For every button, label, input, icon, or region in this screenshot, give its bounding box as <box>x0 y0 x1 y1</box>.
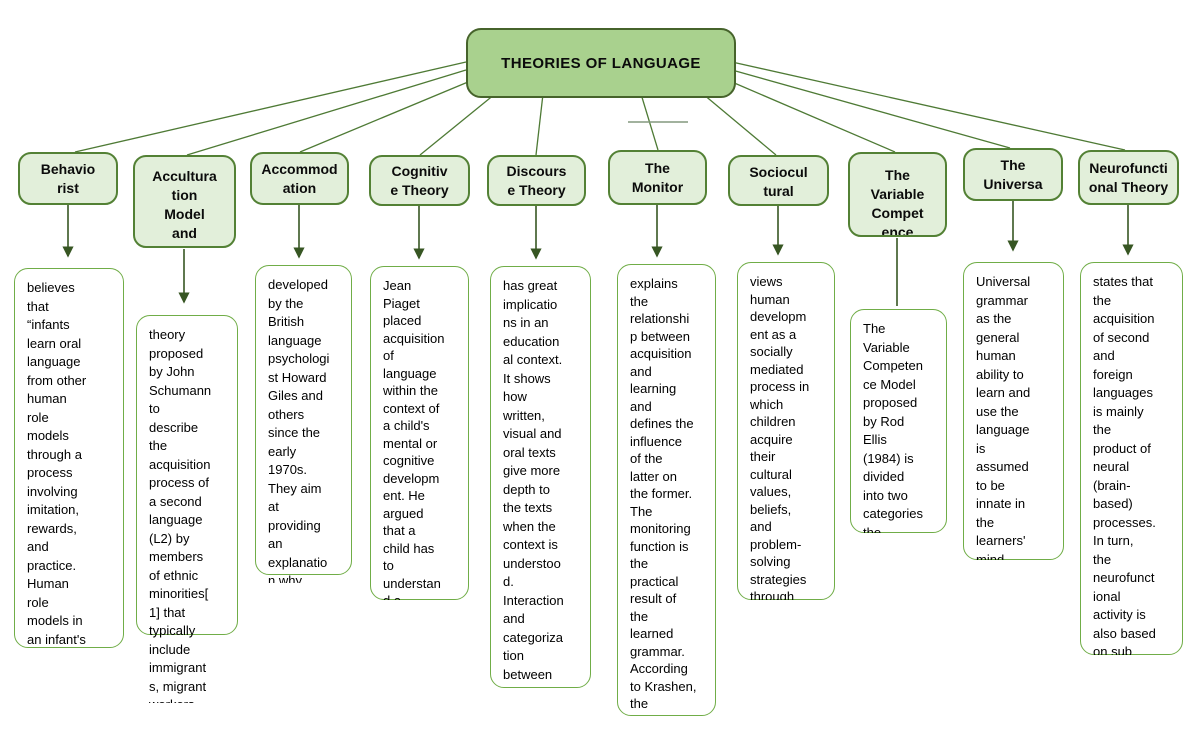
theory-title-line: The <box>1000 156 1026 173</box>
theory-desc-neurofunctional: states that the acquisition of second an… <box>1080 262 1183 655</box>
theory-title-line: onal Theory <box>1088 178 1169 195</box>
theory-title-line: ence <box>881 224 914 237</box>
theory-title-line: e Theory <box>390 181 449 198</box>
theory-title-line: Discours <box>506 162 567 179</box>
desc-text: The Variable Competen ce Model proposed … <box>863 321 923 533</box>
line-to-universal <box>731 69 1011 149</box>
theory-title-line: Accommod <box>261 160 338 177</box>
desc-border <box>14 268 124 648</box>
theory-box-discourse: Discours e Theory <box>487 155 586 206</box>
line-to-variable <box>731 81 896 153</box>
theory-title-line: ation <box>282 179 317 196</box>
desc-text: has great implicatio ns in an education … <box>503 278 564 688</box>
desc-text: explains the relationshi p between acqui… <box>630 276 697 716</box>
theory-title-line: Accultura <box>152 168 217 184</box>
theory-title-line: Model <box>164 206 205 222</box>
line-to-neurofunctional <box>731 61 1126 151</box>
theory-title-line: The <box>885 167 910 183</box>
theory-title-line: Variable <box>870 186 925 202</box>
desc-border <box>490 266 591 688</box>
theory-box-behaviorist: Behavio rist <box>18 152 118 205</box>
theory-box-monitor: The Monitor <box>608 150 707 205</box>
theory-title-line: Compet <box>871 205 924 221</box>
theory-title-line: tural <box>763 183 794 199</box>
down-arrows <box>62 201 1134 306</box>
line-to-discourse <box>535 93 544 156</box>
theory-desc-variable-competence: The Variable Competen ce Model proposed … <box>850 309 947 533</box>
theory-title-line: Neurofuncti <box>1089 159 1168 176</box>
desc-text: views human developm ent as a socially m… <box>750 274 810 600</box>
theory-title-line: tion <box>171 187 198 203</box>
theory-desc-monitor: explains the relationshi p between acqui… <box>617 264 716 716</box>
desc-text: Jean Piaget placed acquisition of langua… <box>383 278 445 600</box>
theory-box-variable-competence: The Variable Compet ence <box>848 152 947 237</box>
theory-title-line: The <box>645 159 670 176</box>
desc-border <box>255 265 352 575</box>
theory-box-cognitive: Cognitiv e Theory <box>369 155 470 206</box>
central-node-title: THEORIES OF LANGUAGE <box>501 54 701 72</box>
desc-text: Universal grammar as the general human a… <box>976 274 1031 560</box>
desc-border <box>370 266 469 600</box>
theory-title-line: and <box>172 225 197 241</box>
line-to-behaviorist <box>74 61 467 153</box>
desc-text: states that the acquisition of second an… <box>1093 274 1156 655</box>
line-to-accommodation <box>299 81 469 153</box>
theory-desc-universal: Universal grammar as the general human a… <box>963 262 1064 560</box>
line-to-acculturation <box>186 69 467 156</box>
desc-border <box>617 264 716 716</box>
theory-title-line: Monitor <box>631 178 684 195</box>
theory-desc-acculturation: theory proposed by John Schumann to desc… <box>136 315 238 703</box>
theory-box-universal: The Universa <box>963 148 1063 201</box>
desc-border <box>1080 262 1183 655</box>
theory-desc-discourse: has great implicatio ns in an education … <box>490 266 591 688</box>
desc-text: theory proposed by John Schumann to desc… <box>149 327 212 703</box>
theory-box-sociocultural: Sociocul tural Theory <box>728 155 829 206</box>
theory-box-neurofunctional: Neurofuncti onal Theory <box>1078 150 1179 205</box>
central-node: THEORIES OF LANGUAGE <box>466 28 736 98</box>
desc-border <box>737 262 835 600</box>
theory-title-line: rist <box>57 179 79 196</box>
desc-text: believes that “infants learn oral langua… <box>27 280 87 647</box>
desc-text: developed by the British language psycho… <box>268 277 330 583</box>
desc-border <box>850 309 947 533</box>
theory-title-line: Cognitiv <box>391 162 448 179</box>
theory-title-line: Sociocul <box>749 164 808 180</box>
theory-desc-cognitive: Jean Piaget placed acquisition of langua… <box>370 266 469 600</box>
theory-desc-accommodation: developed by the British language psycho… <box>255 265 352 583</box>
theory-box-accommodation: Accommod ation <box>250 152 349 205</box>
theory-title-line: Theory <box>755 201 802 204</box>
desc-border <box>963 262 1064 560</box>
theory-title-line: Nativization <box>145 243 224 246</box>
theory-title-line: e Theory <box>507 181 566 198</box>
theory-desc-behaviorist: believes that “infants learn oral langua… <box>14 268 124 648</box>
desc-border <box>136 315 238 635</box>
theory-desc-sociocultural: views human developm ent as a socially m… <box>737 262 835 600</box>
line-to-sociocultural <box>702 93 777 156</box>
theory-box-acculturation: Accultura tion Model and Nativization <box>133 155 236 248</box>
theory-title-line: Behavio <box>40 160 96 177</box>
line-to-cognitive <box>419 93 496 156</box>
theory-title-line: Universa <box>983 175 1043 192</box>
